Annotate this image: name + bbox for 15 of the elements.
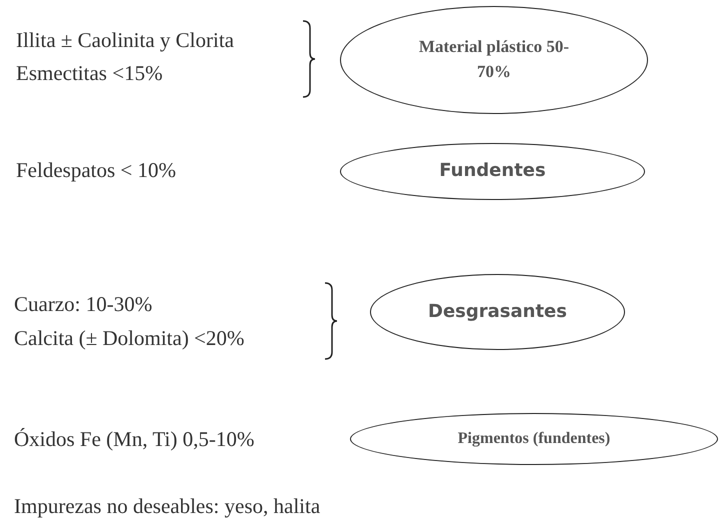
mineral-label: Esmectitas <15% [16,61,163,86]
category-ellipse [340,6,648,114]
category-ellipse [350,413,718,465]
category-name: Material plástico 50-70% [418,36,570,83]
category-ellipse [370,274,625,350]
mineral-label: Feldespatos < 10% [16,158,176,183]
category-name: Desgrasantes [428,300,567,324]
category-name: Pigmentos (fundentes) [458,429,610,450]
mineral-label: Óxidos Fe (Mn, Ti) 0,5-10% [14,427,254,452]
mineral-label: Calcita (± Dolomita) <20% [14,326,244,351]
category-ellipse [340,143,645,200]
mineral-label: Cuarzo: 10-30% [14,292,152,317]
category-name: Fundentes [439,159,546,184]
mineral-label: Impurezas no deseables: yeso, halita [14,494,320,519]
mineral-label: Illita ± Caolinita y Clorita [16,28,234,53]
